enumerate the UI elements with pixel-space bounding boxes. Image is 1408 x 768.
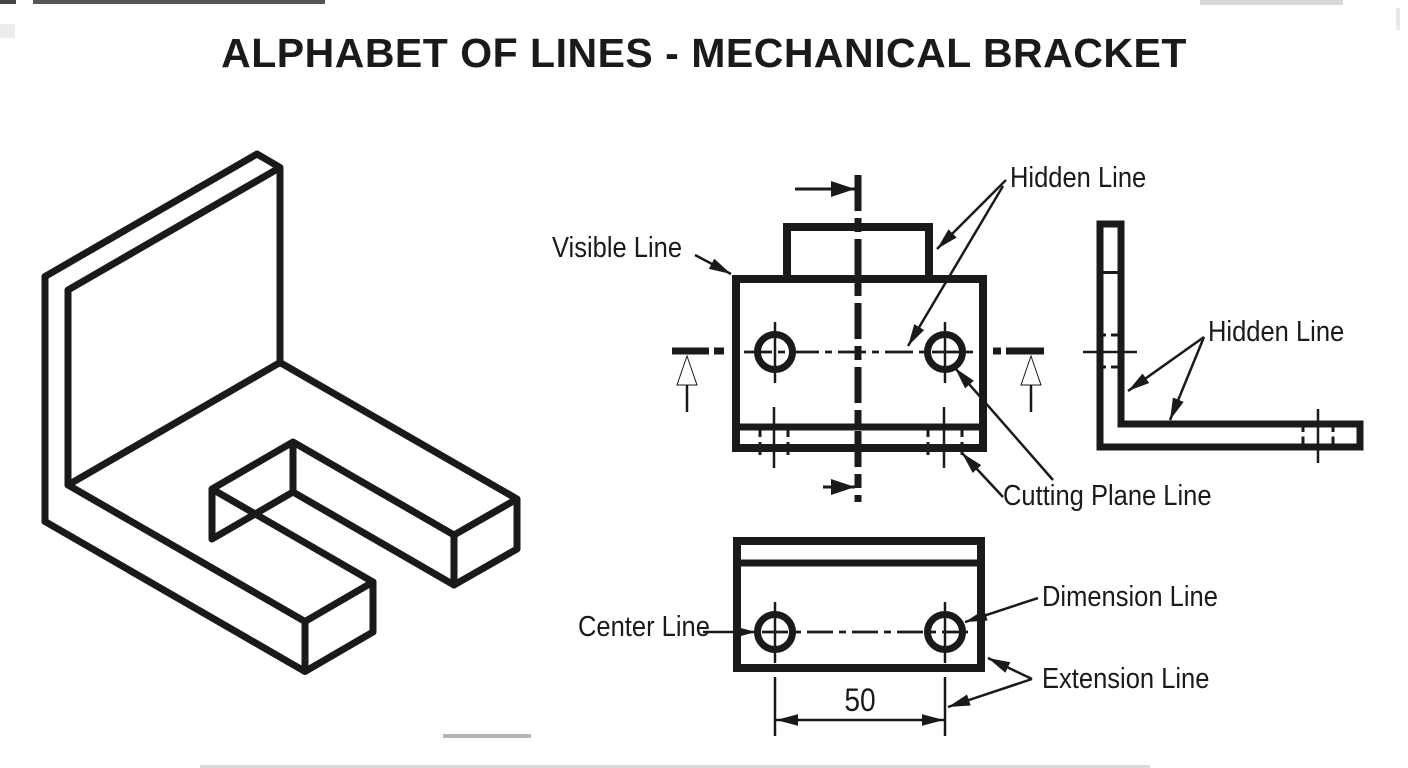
isometric-view <box>41 150 521 675</box>
leader-extension-line-a <box>987 656 1033 681</box>
scan-artifact <box>1396 8 1400 30</box>
section-arrow-right-head <box>1020 354 1042 386</box>
leader-hidden-line-tab <box>936 179 1007 250</box>
side-base-hole-hidden <box>1301 424 1335 447</box>
scan-artifact <box>0 24 15 38</box>
leader-extension-line-b <box>947 677 1033 709</box>
leader-hidden-line-side-a <box>1127 335 1205 393</box>
leader-cutting-plane-edge <box>961 452 1004 498</box>
label-visible-line: Visible Line <box>552 232 683 264</box>
label-hidden-line-side: Hidden Line <box>1208 316 1345 348</box>
label-center-line: Center Line <box>577 611 710 643</box>
scan-artifact <box>443 734 531 738</box>
label-dimension-line: Dimension Line <box>1042 581 1218 613</box>
label-hidden-line-front: Hidden Line <box>1010 162 1147 194</box>
top-view <box>733 537 985 736</box>
scan-artifact <box>1200 0 1343 5</box>
base-hole-left-hidden <box>758 424 790 455</box>
side-outline <box>1096 220 1364 451</box>
label-extension-line: Extension Line <box>1042 663 1210 695</box>
side-view <box>1083 220 1364 463</box>
side-hole-hidden <box>1099 333 1121 369</box>
iso-slot <box>208 438 458 589</box>
page-title: ALPHABET OF LINES - MECHANICAL BRACKET <box>221 30 1187 76</box>
scan-artifact <box>0 0 16 4</box>
leader-visible-line <box>694 253 732 276</box>
section-arrow-left-head <box>676 354 698 386</box>
iso-vertical-plate <box>41 150 284 525</box>
leader-hidden-line-center <box>906 185 1005 347</box>
leader-hidden-line-side-b <box>1168 336 1206 421</box>
scan-artifact <box>200 765 1150 768</box>
base-hole-right-hidden <box>926 424 964 455</box>
iso-base-plate <box>41 359 521 675</box>
dimension-value: 50 <box>844 682 876 718</box>
leader-cutting-plane-hole <box>954 367 1054 481</box>
leader-dimension-line <box>964 596 1039 624</box>
scan-artifact <box>33 0 325 4</box>
leader-lines <box>694 179 1206 709</box>
front-view <box>672 175 1044 502</box>
label-cutting-plane-line: Cutting Plane Line <box>1003 480 1212 512</box>
top-outline <box>733 537 985 672</box>
